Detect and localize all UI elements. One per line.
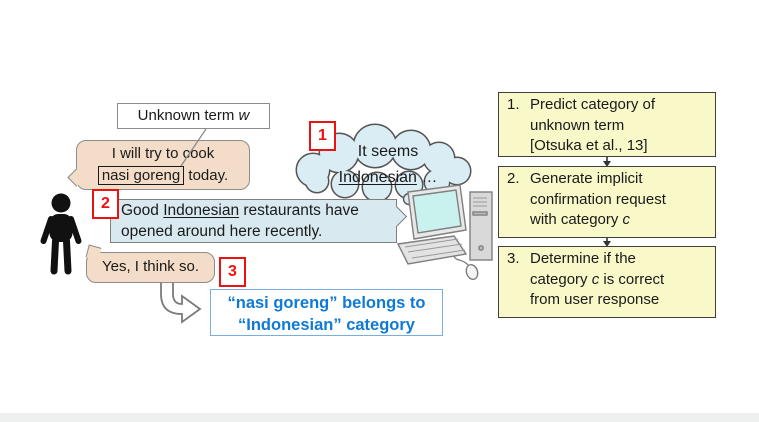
step-number: 3.: [507, 250, 520, 267]
step-badge-1: 1: [309, 121, 336, 151]
step-badge-3: 3: [219, 257, 246, 287]
curved-arrow-icon: [160, 281, 202, 324]
thought-cloud-shape: [295, 123, 472, 203]
bottom-edge-strip: [0, 413, 759, 422]
step-badge-2: 2: [92, 189, 119, 219]
user-speech-bubble-2-text: Yes, I think so.: [101, 258, 199, 275]
speech-tail: [85, 244, 102, 261]
person-silhouette-icon: [40, 193, 82, 275]
user-speech-bubble-2: Yes, I think so.: [85, 244, 215, 283]
step-number: 1.: [507, 96, 520, 113]
unknown-term-label: Unknown term w: [117, 103, 270, 129]
step-number: 2.: [507, 170, 520, 187]
conclusion-box: “nasi goreng” belongs to“Indonesian” cat…: [210, 289, 443, 336]
desktop-computer-icon: [396, 184, 493, 281]
down-arrow-icon: [603, 157, 611, 247]
